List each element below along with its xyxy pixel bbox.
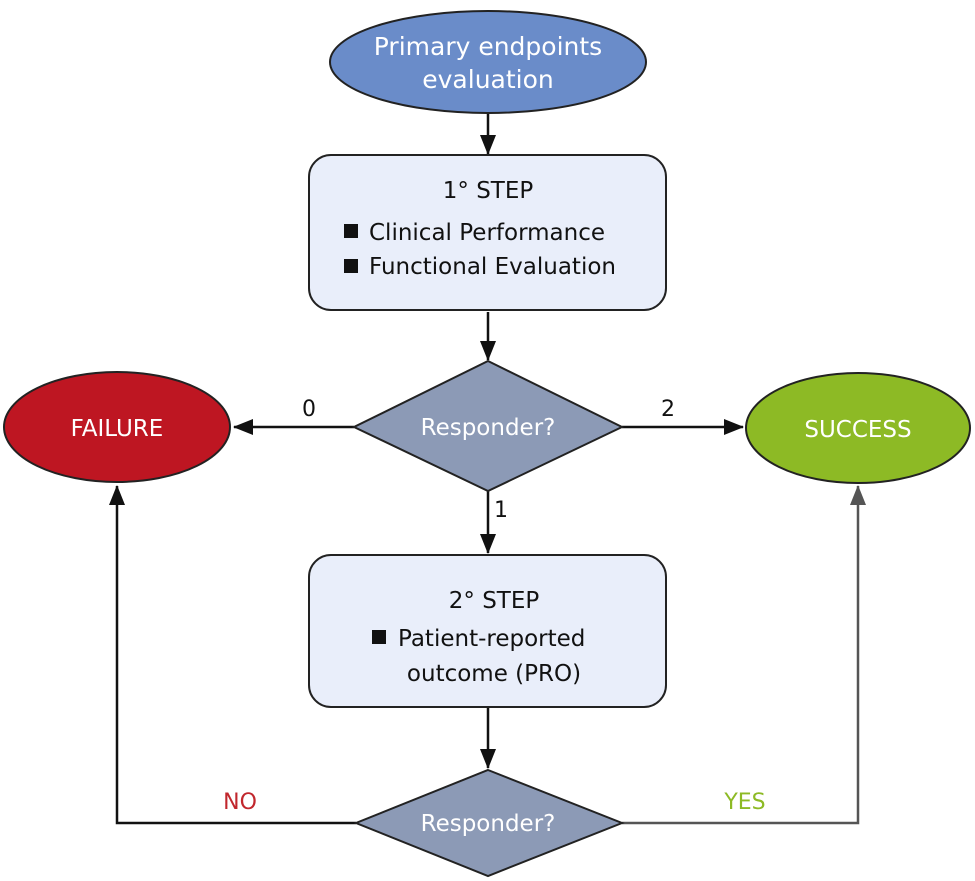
start-node <box>329 10 647 114</box>
decision2-diamond <box>353 768 625 878</box>
decision1-label: Responder? <box>421 415 556 441</box>
edge-label-two: 2 <box>661 397 675 422</box>
step2-box <box>308 554 667 708</box>
step1-item-clinical: Clinical Performance <box>369 220 605 246</box>
step1-box <box>308 154 667 311</box>
step2-item-line2: outcome (PRO) <box>407 661 581 687</box>
start-node-line1: Primary endpoints <box>374 32 602 61</box>
bullet-icon <box>344 259 358 273</box>
decision1-diamond <box>351 359 625 493</box>
bullet-icon <box>344 224 358 238</box>
failure-node <box>3 371 231 483</box>
failure-label: FAILURE <box>71 416 164 442</box>
bullet-icon <box>372 630 386 644</box>
success-node <box>745 372 971 484</box>
step2-item-line1: Patient-reported <box>398 626 585 652</box>
success-label: SUCCESS <box>804 417 911 443</box>
arrow-decision2-no-to-failure <box>109 485 356 825</box>
edge-label-zero: 0 <box>302 397 316 422</box>
edge-label-no: NO <box>223 790 257 815</box>
step1-title: 1° STEP <box>443 178 534 204</box>
start-node-line2: evaluation <box>422 65 554 94</box>
step1-item-functional: Functional Evaluation <box>369 254 616 280</box>
step2-title: 2° STEP <box>449 588 540 614</box>
arrow-decision2-yes-to-success <box>622 485 866 825</box>
decision2-label: Responder? <box>421 811 556 837</box>
edge-label-one: 1 <box>494 498 508 523</box>
edge-label-yes: YES <box>723 790 765 815</box>
